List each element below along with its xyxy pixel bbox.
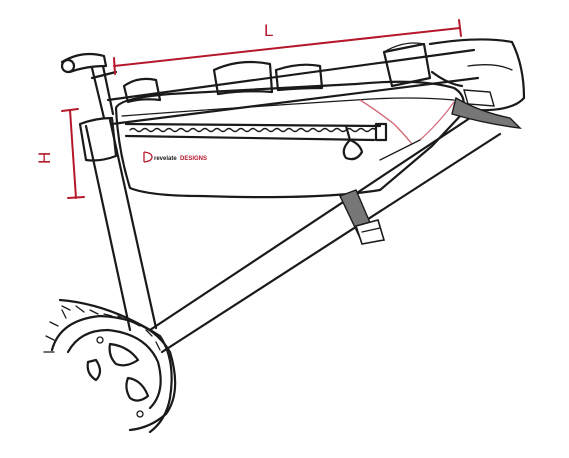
seat-clamp bbox=[60, 52, 118, 80]
frame-bag: revelate DESIGNS bbox=[114, 60, 465, 199]
brand-name: revelate bbox=[154, 156, 177, 162]
brand-tagline: DESIGNS bbox=[180, 156, 207, 162]
down-tube-strap bbox=[339, 189, 386, 245]
length-label: L bbox=[264, 21, 273, 40]
length-dimension: L bbox=[113, 19, 462, 75]
brand-logo: revelate DESIGNS bbox=[143, 151, 207, 163]
revelate-logo-icon bbox=[143, 151, 153, 163]
zipper-pull bbox=[342, 124, 364, 161]
bike-frame bbox=[60, 38, 526, 354]
height-label: H bbox=[35, 152, 54, 164]
height-dimension: H bbox=[35, 108, 85, 199]
head-tube-strap bbox=[382, 42, 522, 129]
chainring bbox=[43, 298, 177, 434]
